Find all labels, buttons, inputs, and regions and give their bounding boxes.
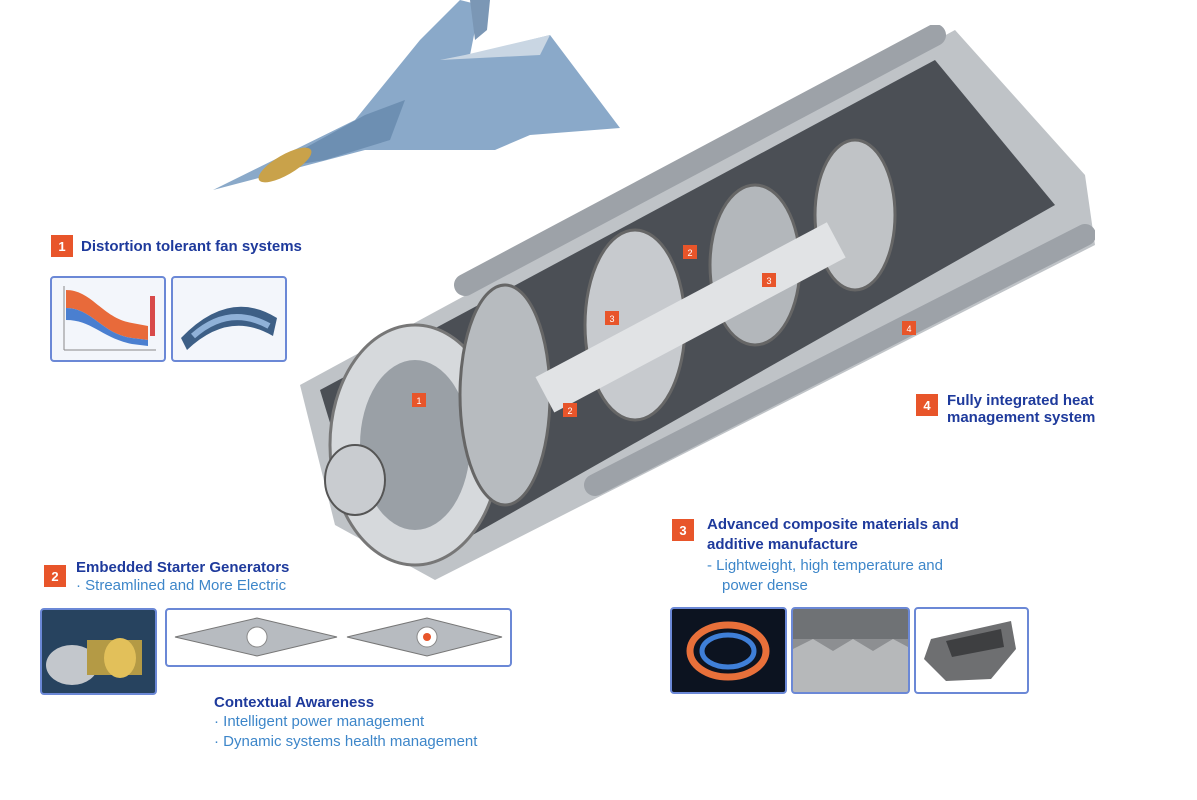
generator-photo-thumbnail — [40, 608, 157, 695]
engine-marker-2: 2 — [567, 406, 572, 416]
turbine-ring-thumbnail — [670, 607, 787, 694]
item-4-badge: 4 — [916, 394, 938, 416]
casting-thumbnail — [791, 607, 910, 694]
jet-engine-cutaway: 1 2 3 2 3 4 — [300, 25, 1095, 580]
fighter-jet-icon — [213, 0, 620, 190]
engine-marker-1: 1 — [416, 396, 421, 406]
item-1-title: Distortion tolerant fan systems — [81, 238, 302, 255]
item-1-badge: 1 — [51, 235, 73, 257]
contextual-bullet-1: · Intelligent power management — [214, 713, 425, 730]
aircraft-section-diagram — [165, 608, 512, 667]
item-3-sub-line1: - Lightweight, high temperature and — [707, 557, 943, 574]
engine-marker-4: 2 — [687, 248, 692, 258]
contextual-bullet-2: · Dynamic systems health management — [214, 733, 478, 750]
contextual-awareness-title: Contextual Awareness — [214, 694, 375, 711]
cfd-plot-thumbnail — [50, 276, 166, 362]
item-3-title-line2: additive manufacture — [707, 536, 858, 553]
fan-blade-thumbnail — [171, 276, 287, 362]
engine-marker-5: 3 — [766, 276, 771, 286]
item-2-sub: · Streamlined and More Electric — [76, 577, 287, 594]
item-2-title: Embedded Starter Generators — [76, 559, 290, 576]
item-2-badge: 2 — [44, 565, 66, 587]
item-3-sub-line2: power dense — [722, 577, 808, 594]
item-3-title-line1: Advanced composite materials and — [707, 516, 959, 533]
item-4-title-line2: management system — [947, 409, 1096, 426]
engine-marker-6: 4 — [906, 324, 911, 334]
item-3-badge: 3 — [672, 519, 694, 541]
composite-part-thumbnail — [914, 607, 1029, 694]
engine-marker-3: 3 — [609, 314, 614, 324]
item-4-title-line1: Fully integrated heat — [947, 392, 1094, 409]
